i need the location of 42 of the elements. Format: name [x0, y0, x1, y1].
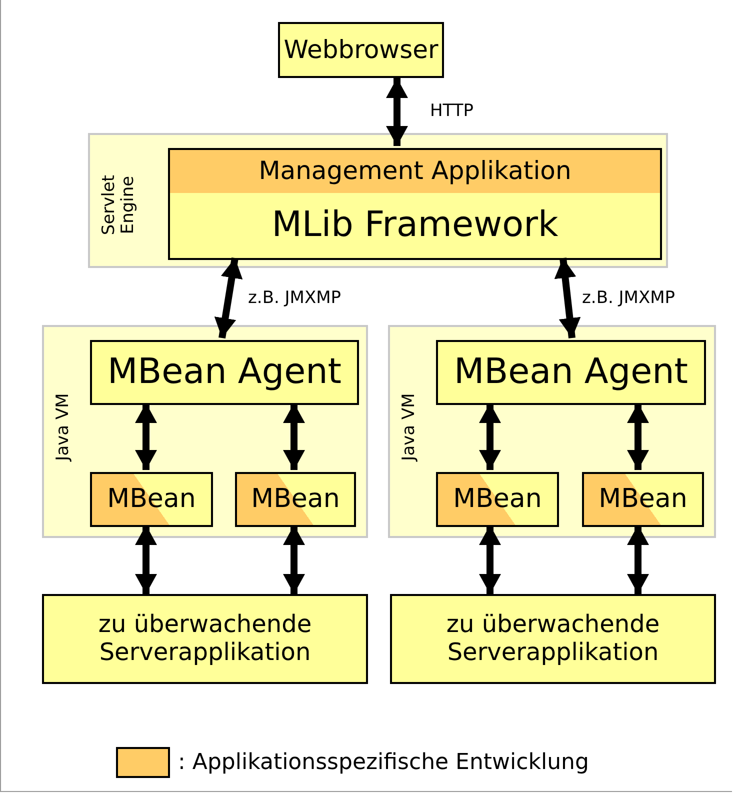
box-label: MBean: [598, 484, 688, 514]
box-label: MBean: [251, 484, 340, 514]
edge-label: z.B. JMXMP: [580, 288, 678, 308]
double-arrow: [386, 78, 408, 146]
container-box: [88, 133, 668, 268]
double-arrow: [627, 403, 649, 470]
process-box: [168, 193, 662, 260]
box-label: MBean Agent: [454, 352, 688, 393]
container-label: Java VM: [54, 392, 74, 464]
process-box: [278, 22, 444, 78]
container-label: Servlet Engine: [100, 174, 139, 238]
double-arrow: [214, 257, 243, 339]
process-box: [582, 472, 704, 527]
container-box: [388, 325, 716, 538]
legend-label: : Applikationsspezifische Entwicklung: [178, 750, 589, 775]
process-box: [42, 594, 368, 684]
double-arrow: [627, 525, 649, 594]
process-box: [390, 594, 716, 684]
process-box: [235, 472, 356, 527]
process-box: [168, 148, 662, 195]
double-arrow: [479, 403, 501, 470]
container-box: [42, 325, 368, 538]
box-label: Webbrowser: [284, 36, 438, 64]
double-arrow: [135, 403, 157, 470]
double-arrow: [479, 525, 501, 594]
double-arrow: [283, 525, 305, 594]
box-label: zu überwachende Serverapplikation: [97, 611, 313, 667]
process-box: [436, 472, 559, 527]
double-arrow: [554, 258, 581, 338]
double-arrow: [283, 403, 305, 470]
box-label: MBean Agent: [107, 352, 342, 393]
double-arrow: [135, 525, 157, 594]
box-label: MBean: [453, 484, 542, 514]
box-label: zu überwachende Serverapplikation: [445, 611, 661, 667]
box-label: Management Applikation: [258, 157, 572, 186]
process-box: [90, 340, 359, 405]
process-box: [90, 472, 213, 527]
process-box: [436, 340, 706, 405]
edge-label: z.B. JMXMP: [246, 288, 344, 308]
box-label: MLib Framework: [272, 205, 558, 246]
box-label: MBean: [107, 484, 196, 514]
container-label: Java VM: [400, 392, 420, 464]
